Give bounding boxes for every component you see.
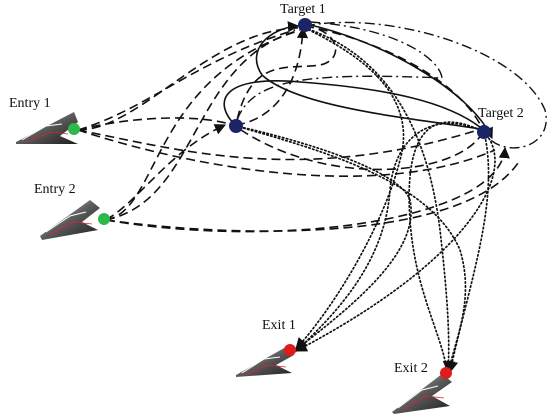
path-entry1-target1-upper — [77, 29, 296, 131]
exit2-label: Exit 2 — [394, 361, 428, 376]
path-entry2-targetmid — [105, 124, 227, 221]
path-entry2-target1 — [105, 31, 296, 221]
path-loop-t2-mid — [237, 127, 484, 171]
entry1-node — [68, 123, 80, 135]
path-t1-exit1 — [295, 27, 405, 350]
entry2-node — [98, 213, 110, 225]
path-mid-exit1 — [235, 125, 412, 350]
path-loop-mid-t1 — [235, 26, 309, 126]
stealth-aircraft-icon — [236, 347, 294, 377]
exit1-node — [284, 344, 296, 356]
path-t2-exit1 — [294, 131, 496, 352]
target2-label: Target 2 — [478, 106, 524, 121]
path-entry1-target1-lower — [77, 27, 299, 131]
entry2-paths — [105, 29, 521, 233]
path-solid-mid-t2 — [223, 80, 487, 133]
path-dashdot-t1-t2 — [304, 21, 547, 149]
stealth-aircraft-icon — [16, 112, 78, 144]
target1-label: Target 1 — [280, 2, 326, 17]
path-entry1-target2-long — [77, 129, 496, 177]
path-loop-t1-mid — [235, 25, 337, 126]
stealth-aircraft-icon — [40, 200, 100, 240]
exit1-label: Exit 1 — [262, 318, 296, 333]
entry2-label: Entry 2 — [34, 182, 76, 197]
target1-node — [298, 18, 312, 32]
path-entry2-target2-b — [105, 146, 510, 233]
target-mid-node — [229, 119, 243, 133]
entry1-paths — [77, 27, 496, 177]
path-t2-exit2 — [446, 131, 490, 374]
path-t2-exit1-b — [296, 122, 485, 351]
path-entry1-target2-arc — [77, 129, 479, 161]
path-mid-exit2 — [235, 125, 467, 371]
solid-paths — [223, 21, 493, 140]
path-dashdot-t1-mid — [235, 21, 443, 124]
exit2-node — [440, 367, 452, 379]
path-entry1-hover — [77, 117, 231, 131]
path-solid-t1-t2 — [305, 23, 493, 140]
target-loop-paths — [235, 25, 484, 171]
path-t1-exit2 — [304, 27, 455, 374]
exit-paths — [235, 27, 496, 374]
stealth-aircraft-icon — [392, 374, 452, 414]
path-entry2-target1-b — [105, 29, 301, 221]
path-solid-t2-t1 — [255, 21, 487, 131]
path-loop-t1-t2 — [304, 25, 484, 131]
path-entry2-target2 — [105, 159, 521, 232]
dashdot-paths — [235, 21, 547, 149]
target2-node — [477, 125, 491, 139]
entry1-label: Entry 1 — [9, 96, 51, 111]
